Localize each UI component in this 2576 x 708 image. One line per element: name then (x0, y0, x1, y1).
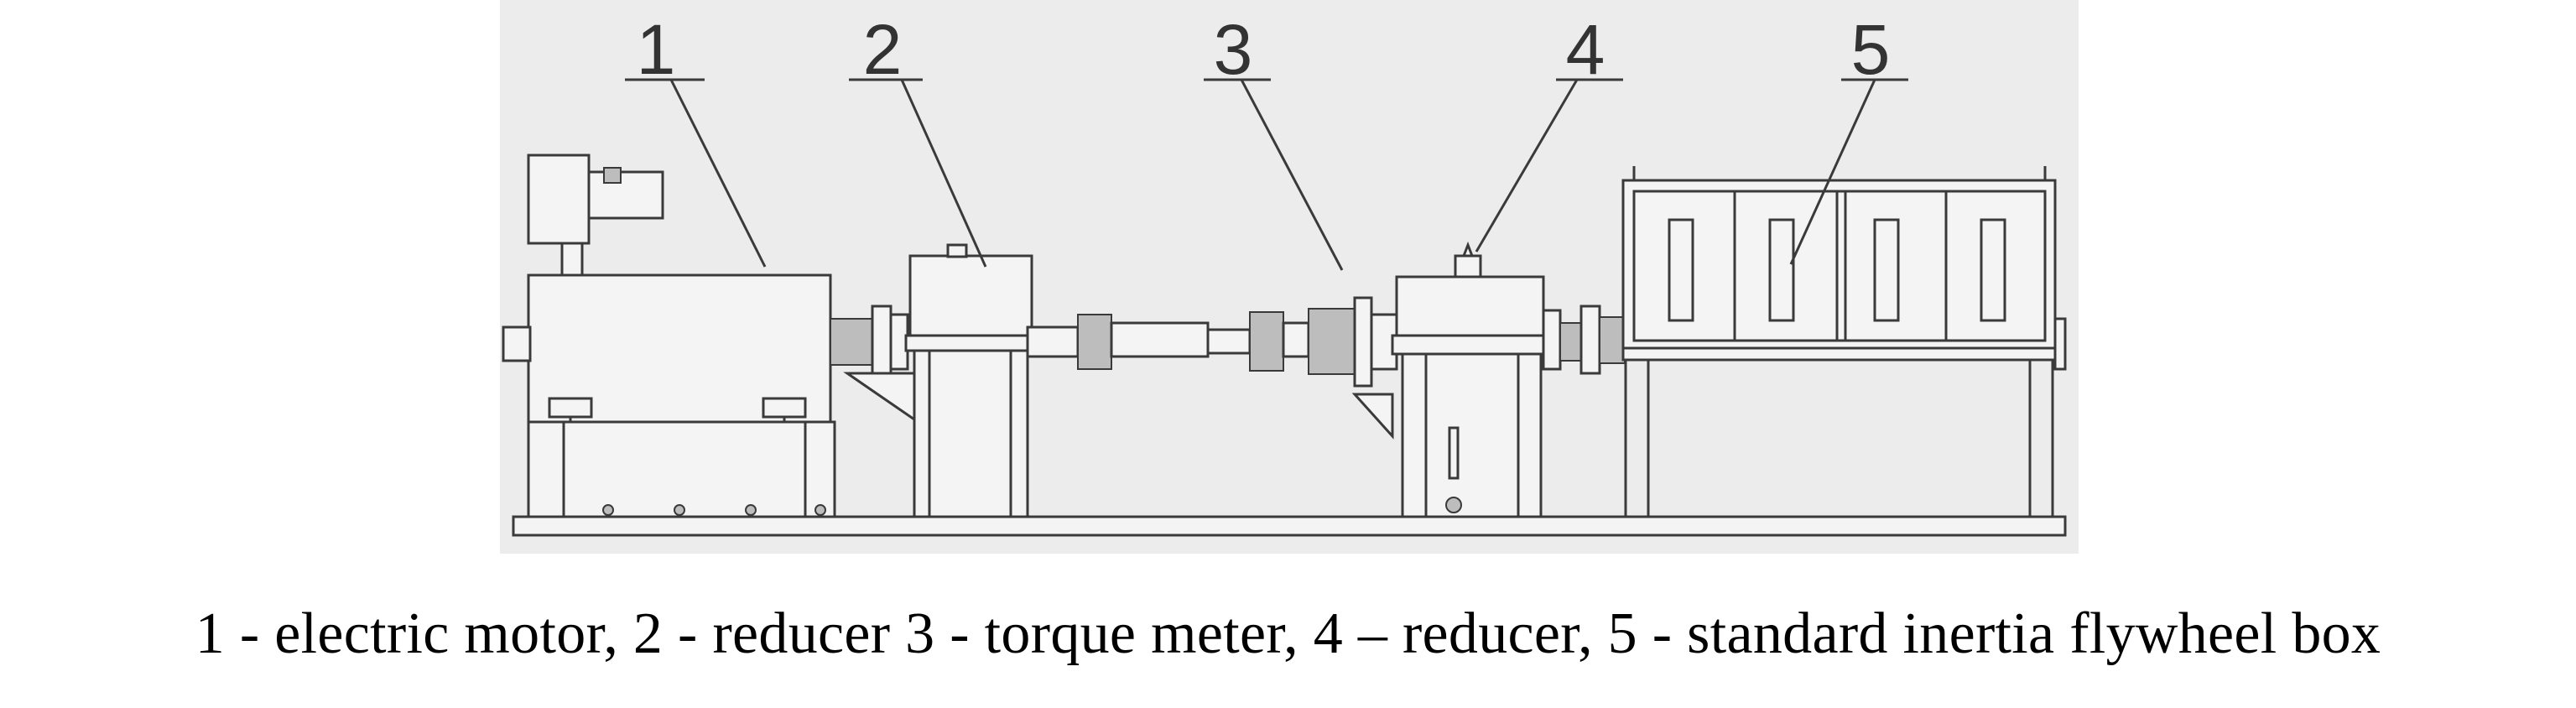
part-label-3: 3 (1214, 10, 1253, 89)
part-label-5: 5 (1851, 10, 1891, 89)
reducer-4 (1391, 241, 1549, 518)
reducer-2 (843, 243, 1033, 518)
leader-lines (625, 78, 1908, 271)
part-label-4: 4 (1566, 10, 1605, 89)
coupling-1 (830, 305, 909, 379)
figure-caption: 1 - electric motor, 2 - reducer 3 - torq… (195, 601, 2381, 666)
electric-motor (502, 154, 836, 518)
base-plate (512, 515, 2067, 537)
flywheel-box (1621, 166, 2067, 517)
drive-shaft (1026, 308, 1356, 375)
coupling-2 (1542, 305, 1626, 375)
part-label-2: 2 (863, 10, 903, 89)
test-bench-drawing: 1 2 3 4 5 (500, 0, 2079, 554)
part-label-1: 1 (637, 10, 676, 89)
